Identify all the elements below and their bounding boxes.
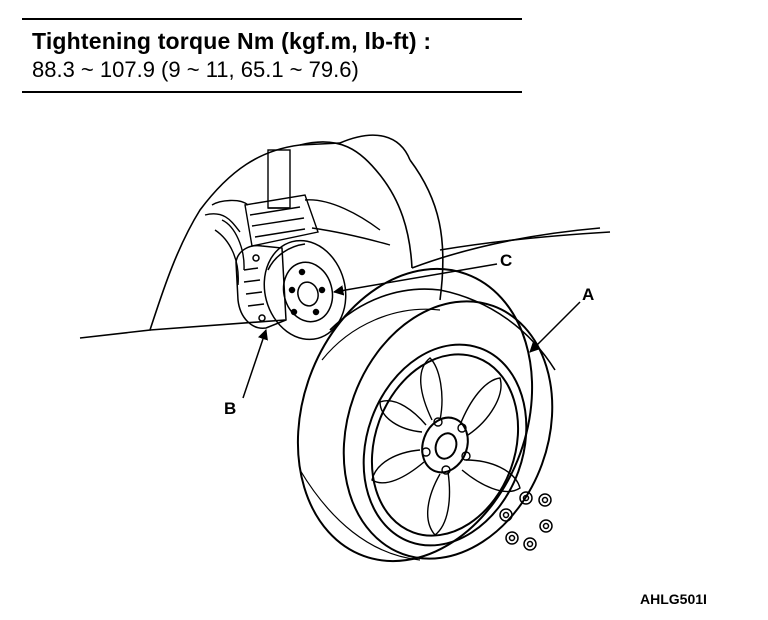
- tire-wheel-assembly: [296, 267, 556, 563]
- brake-caliper: [235, 244, 287, 329]
- leader-line-a: [529, 301, 581, 353]
- torque-spec-title: Tightening torque Nm (kgf.m, lb-ft) :: [32, 28, 432, 54]
- bottom-rule: [22, 91, 522, 93]
- torque-spec-block: Tightening torque Nm (kgf.m, lb-ft) : 88…: [22, 18, 522, 93]
- wheel-hub-disc: [263, 239, 347, 341]
- torque-spec-value: 88.3 ~ 107.9 (9 ~ 11, 65.1 ~ 79.6): [32, 57, 359, 82]
- suspension-strut: [204, 149, 391, 286]
- wheel-nuts: [499, 491, 553, 551]
- figure-code: AHLG501I: [640, 591, 707, 607]
- callout-a: A: [582, 285, 594, 304]
- leader-line-b: [242, 329, 268, 399]
- leader-line-c: [332, 263, 498, 296]
- callout-c: C: [500, 251, 512, 270]
- leader-lines: [242, 263, 581, 399]
- callout-b: B: [224, 399, 236, 418]
- top-rule: [22, 18, 522, 20]
